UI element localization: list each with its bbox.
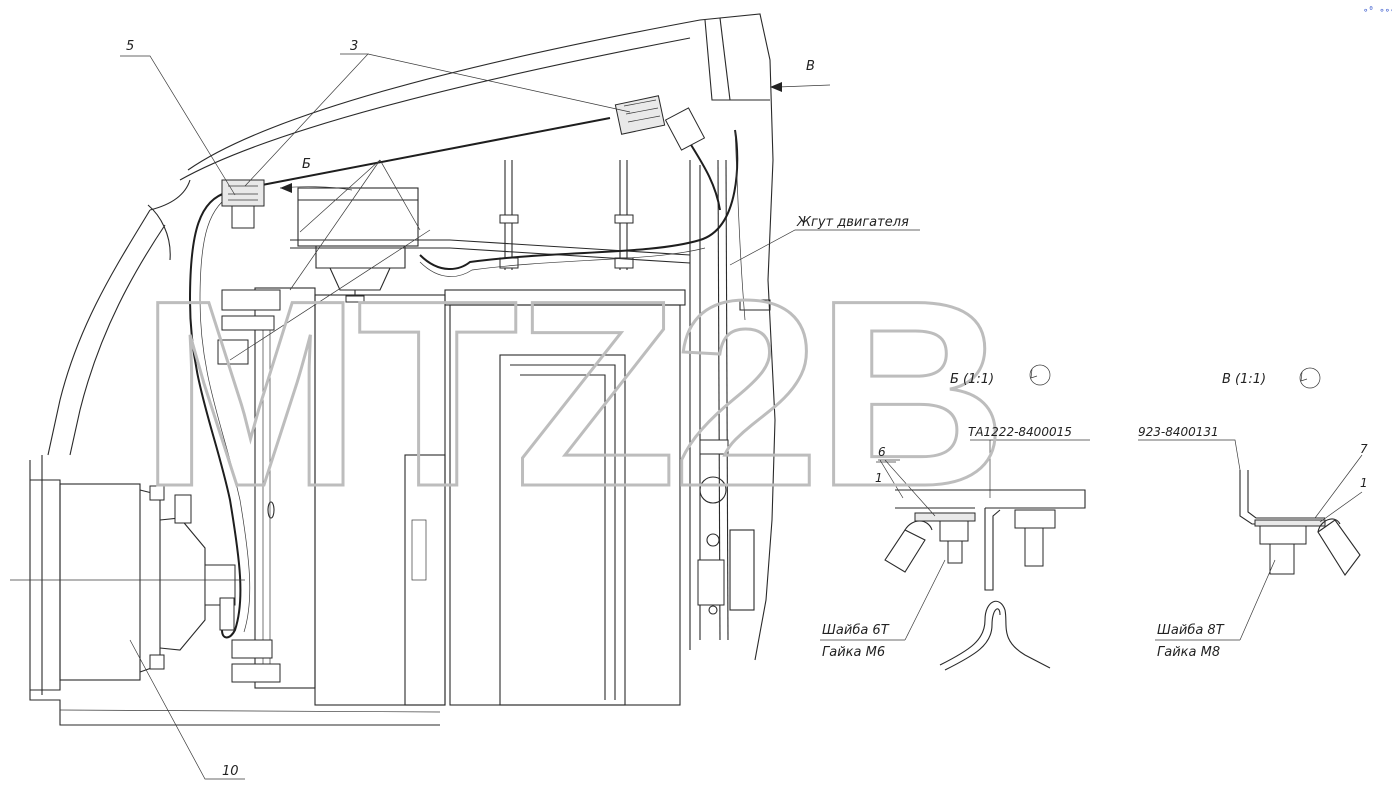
harness-label: Жгут двигателя bbox=[796, 215, 909, 230]
callout-5: 5 bbox=[126, 39, 134, 54]
view-b-arrow-label: Б bbox=[302, 157, 311, 172]
radiator-block bbox=[254, 287, 686, 706]
callout-6: 6 bbox=[878, 445, 886, 459]
nut-6-label: Гайка М6 bbox=[822, 645, 885, 660]
callout-1-left: 1 bbox=[875, 471, 883, 485]
nut-8-label: Гайка М8 bbox=[1157, 645, 1220, 660]
connector-right bbox=[614, 95, 706, 151]
part-number-left: ТА1222-8400015 bbox=[968, 425, 1072, 439]
corner-mark: ∘⁰ ∘∘∘ bbox=[1363, 6, 1392, 16]
left-bracket bbox=[217, 289, 281, 683]
leaders bbox=[120, 53, 920, 780]
headlamp bbox=[10, 479, 245, 691]
callout-7: 7 bbox=[1360, 442, 1368, 456]
washer-6-label: Шайба 6Т bbox=[822, 623, 890, 638]
watermark: MTZ2B bbox=[140, 246, 1003, 542]
section-v-detail bbox=[1138, 367, 1363, 641]
section-b-title: Б (1:1) bbox=[950, 372, 994, 387]
callout-10: 10 bbox=[222, 764, 239, 779]
pipe-column bbox=[689, 159, 771, 650]
section-b-detail bbox=[820, 364, 1090, 671]
upper-bracket bbox=[290, 160, 691, 303]
connector-left bbox=[221, 179, 265, 229]
callout-3: 3 bbox=[350, 39, 358, 54]
callout-1-right: 1 bbox=[1360, 476, 1368, 490]
washer-8-label: Шайба 8Т bbox=[1157, 623, 1225, 638]
part-number-right: 923-8400131 bbox=[1138, 425, 1219, 439]
view-v-arrow-label: В bbox=[806, 59, 815, 74]
section-v-title: В (1:1) bbox=[1222, 372, 1266, 387]
hood-outline bbox=[29, 13, 776, 726]
